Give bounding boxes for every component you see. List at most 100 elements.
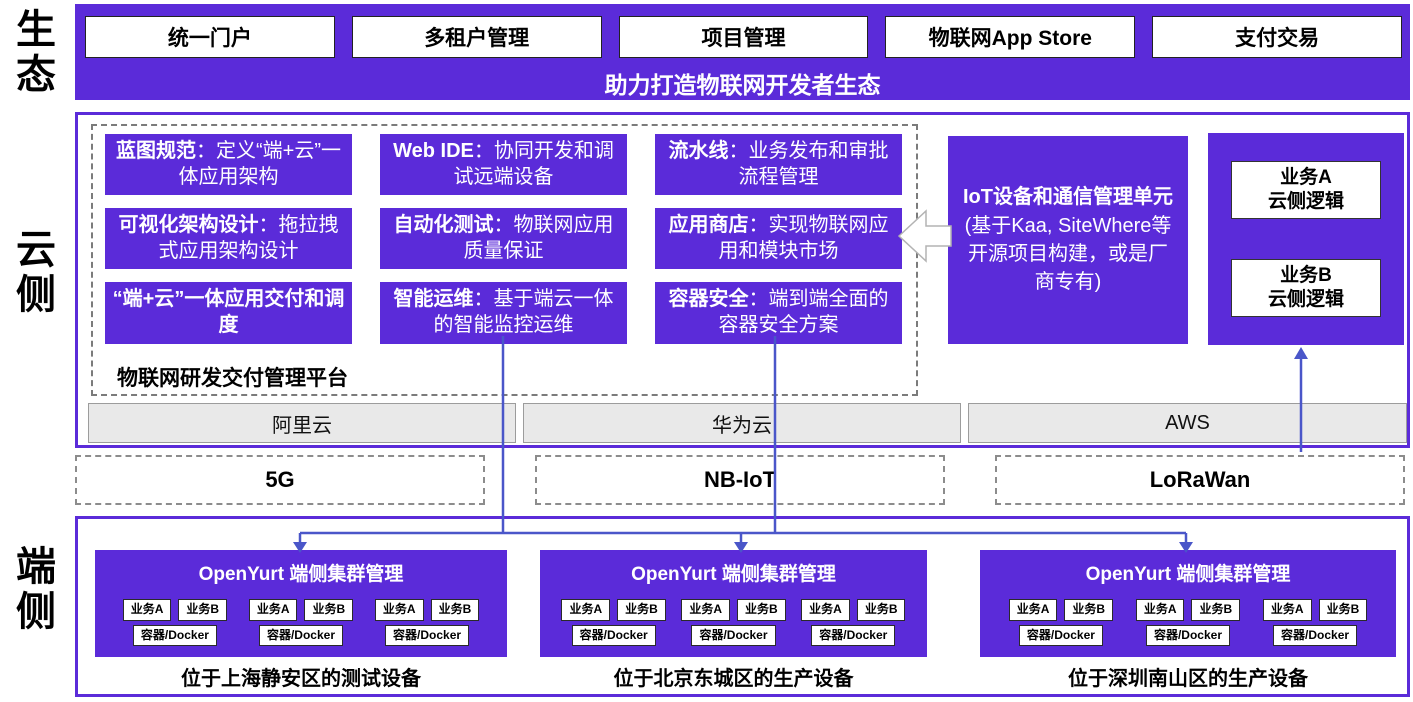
workload-group: 业务A 业务B 容器/Docker — [801, 599, 906, 647]
network-nb-iot: NB-IoT — [535, 455, 945, 505]
cluster-caption-beijing: 位于北京东城区的生产设备 — [613, 668, 854, 690]
platform-dashed-box: 蓝图规范：定义“端+云”一体应用架构 Web IDE：协同开发和调试远端设备 流… — [91, 124, 918, 396]
feature-edge-cloud-delivery: “端+云”一体应用交付和调度 — [105, 282, 352, 344]
feature-desc: ：基于端云一体的智能监控运维 — [433, 288, 614, 336]
feature-title: 自动化测试 — [393, 214, 494, 237]
service-pair: 业务A 业务B — [561, 599, 666, 621]
workload-groups: 业务A 业务B 容器/Docker 业务A 业务B 容器/Docker 业务A — [540, 599, 927, 647]
service-pair: 业务A 业务B — [122, 599, 228, 621]
ecosystem-items-row: 统一门户 多租户管理 项目管理 物联网App Store 支付交易 — [85, 16, 1402, 58]
feature-title: Web IDE — [393, 140, 474, 162]
docker-chip: 容器/Docker — [811, 624, 896, 647]
feature-title: 蓝图规范 — [116, 140, 196, 162]
banner-item-payment: 支付交易 — [1152, 16, 1402, 58]
banner-item-project-mgmt: 项目管理 — [618, 16, 869, 58]
feature-auto-test: 自动化测试：物联网应用质量保证 — [380, 208, 627, 270]
workload-group: 业务A 业务B 容器/Docker — [1262, 599, 1368, 647]
cluster-title: OpenYurt 端侧集群管理 — [631, 564, 836, 585]
workload-groups: 业务A 业务B 容器/Docker 业务A 业务B 容器/Docker 业务A — [95, 599, 507, 647]
network-lorawan: LoRaWan — [995, 455, 1405, 505]
service-b-cloud-logic: 业务B 云侧逻辑 — [1231, 259, 1381, 317]
feature-desc: ：物联网应用质量保证 — [463, 214, 614, 262]
docker-chip: 容器/Docker — [571, 624, 656, 647]
service-a-cloud-logic: 业务A 云侧逻辑 — [1231, 161, 1381, 219]
service-b-chip: 业务B — [856, 599, 906, 621]
feature-visual-arch: 可视化架构设计：拖拉拽式应用架构设计 — [105, 208, 352, 270]
service-a-label: 云侧逻辑 — [1267, 191, 1344, 212]
feature-desc: ：定义“端+云”一体应用架构 — [178, 140, 342, 188]
banner-item-multi-tenant: 多租户管理 — [351, 16, 602, 58]
provider-aws: AWS — [968, 403, 1407, 443]
cloud-section: 蓝图规范：定义“端+云”一体应用架构 Web IDE：协同开发和调试远端设备 流… — [75, 112, 1410, 448]
feature-web-ide: Web IDE：协同开发和调试远端设备 — [380, 134, 627, 196]
cluster-title: OpenYurt 端侧集群管理 — [1085, 564, 1291, 585]
service-b-chip: 业务B — [304, 599, 354, 621]
docker-chip: 容器/Docker — [258, 624, 343, 647]
feature-desc: ：协同开发和调试远端设备 — [453, 140, 614, 188]
feature-blueprint: 蓝图规范：定义“端+云”一体应用架构 — [105, 134, 352, 196]
feature-title: 流水线 — [668, 140, 729, 162]
ecosystem-caption: 助力打造物联网开发者生态 — [604, 72, 881, 98]
side-label-cloud: 云侧 — [16, 228, 56, 317]
service-b-chip: 业务B — [1064, 599, 1114, 621]
service-b-name: 业务B — [1280, 265, 1332, 287]
platform-label: 物联网研发交付管理平台 — [117, 367, 348, 390]
feature-title: 应用商店 — [668, 214, 749, 237]
service-a-chip: 业务A — [374, 599, 424, 621]
iot-unit-desc: (基于Kaa, SiteWhere等开源项目构建，或是厂商专有) — [964, 214, 1172, 294]
feature-container-security: 容器安全：端到端全面的容器安全方案 — [655, 282, 902, 344]
side-label-edge: 端侧 — [16, 545, 56, 634]
feature-desc: ：端到端全面的容器安全方案 — [718, 288, 889, 336]
feature-desc: ：业务发布和审批流程管理 — [728, 140, 889, 188]
docker-chip: 容器/Docker — [1273, 624, 1358, 647]
service-a-chip: 业务A — [561, 599, 611, 621]
service-a-chip: 业务A — [1008, 599, 1058, 621]
service-pair: 业务A 业务B — [801, 599, 906, 621]
feature-pipeline: 流水线：业务发布和审批流程管理 — [655, 134, 902, 196]
workload-group: 业务A 业务B 容器/Docker — [1135, 599, 1241, 647]
cluster-title: OpenYurt 端侧集群管理 — [198, 564, 404, 585]
feature-desc: ：拖拉拽式应用架构设计 — [158, 214, 339, 262]
workload-group: 业务A 业务B 容器/Docker — [681, 599, 786, 647]
docker-chip: 容器/Docker — [1145, 624, 1230, 647]
workload-group: 业务A 业务B 容器/Docker — [1008, 599, 1114, 647]
service-a-chip: 业务A — [1262, 599, 1312, 621]
workload-group: 业务A 业务B 容器/Docker — [561, 599, 666, 647]
workload-group: 业务A 业务B 容器/Docker — [122, 599, 228, 647]
iot-unit-title: IoT设备和通信管理单元 — [963, 186, 1173, 209]
cloud-logic-box: 业务A 云侧逻辑 业务B 云侧逻辑 — [1208, 133, 1404, 345]
service-pair: 业务A 业务B — [1008, 599, 1114, 621]
feature-smart-ops: 智能运维：基于端云一体的智能监控运维 — [380, 282, 627, 344]
banner-item-app-store: 物联网App Store — [885, 16, 1136, 58]
service-pair: 业务A 业务B — [1135, 599, 1241, 621]
service-pair: 业务A 业务B — [1262, 599, 1368, 621]
platform-feature-grid: 蓝图规范：定义“端+云”一体应用架构 Web IDE：协同开发和调试远端设备 流… — [105, 134, 902, 344]
service-pair: 业务A 业务B — [248, 599, 354, 621]
provider-aliyun: 阿里云 — [88, 403, 516, 443]
workload-group: 业务A 业务B 容器/Docker — [248, 599, 354, 647]
feature-app-market: 应用商店：实现物联网应用和模块市场 — [655, 208, 902, 270]
edge-cluster-shenzhen: OpenYurt 端侧集群管理 业务A 业务B 容器/Docker 业务A 业务… — [980, 550, 1396, 657]
cluster-caption-shenzhen: 位于深圳南山区的生产设备 — [1068, 668, 1308, 690]
service-a-chip: 业务A — [801, 599, 850, 621]
workload-groups: 业务A 业务B 容器/Docker 业务A 业务B 容器/Docker 业务A — [980, 599, 1396, 647]
provider-huawei-cloud: 华为云 — [523, 403, 961, 443]
cluster-caption-shanghai: 位于上海静安区的测试设备 — [181, 668, 421, 690]
ecosystem-banner: 统一门户 多租户管理 项目管理 物联网App Store 支付交易 助力打造物联… — [75, 4, 1410, 100]
feature-title: 智能运维 — [393, 288, 474, 311]
feature-desc: ：实现物联网应用和模块市场 — [718, 214, 889, 262]
service-a-chip: 业务A — [1135, 599, 1185, 621]
service-b-chip: 业务B — [430, 599, 480, 621]
feature-title: 容器安全 — [668, 288, 749, 311]
service-pair: 业务A 业务B — [374, 599, 480, 621]
docker-chip: 容器/Docker — [385, 624, 470, 647]
service-a-name: 业务A — [1280, 167, 1332, 189]
banner-item-unified-portal: 统一门户 — [85, 16, 335, 58]
service-b-label: 云侧逻辑 — [1267, 289, 1344, 310]
service-b-chip: 业务B — [178, 599, 228, 621]
iot-device-management-box: IoT设备和通信管理单元 (基于Kaa, SiteWhere等开源项目构建，或是… — [948, 136, 1188, 344]
service-pair: 业务A 业务B — [681, 599, 786, 621]
service-a-chip: 业务A — [681, 599, 730, 621]
feature-title: “端+云”一体应用交付和调度 — [112, 288, 345, 336]
